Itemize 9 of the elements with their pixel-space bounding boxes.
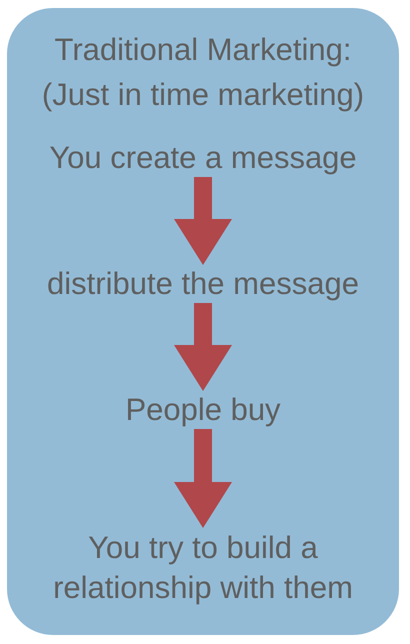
step-text: distribute the message [46, 265, 360, 303]
block-arrow [174, 303, 232, 391]
panel-title: Traditional Marketing: (Just in time marketing) [40, 31, 366, 114]
block-arrow [174, 177, 232, 265]
step-text: People buy [124, 391, 282, 429]
step-text: You try to build a relationship with them [52, 528, 354, 608]
block-arrow [174, 429, 232, 528]
step-text: You create a message [48, 139, 358, 177]
rounded-panel [7, 8, 399, 635]
